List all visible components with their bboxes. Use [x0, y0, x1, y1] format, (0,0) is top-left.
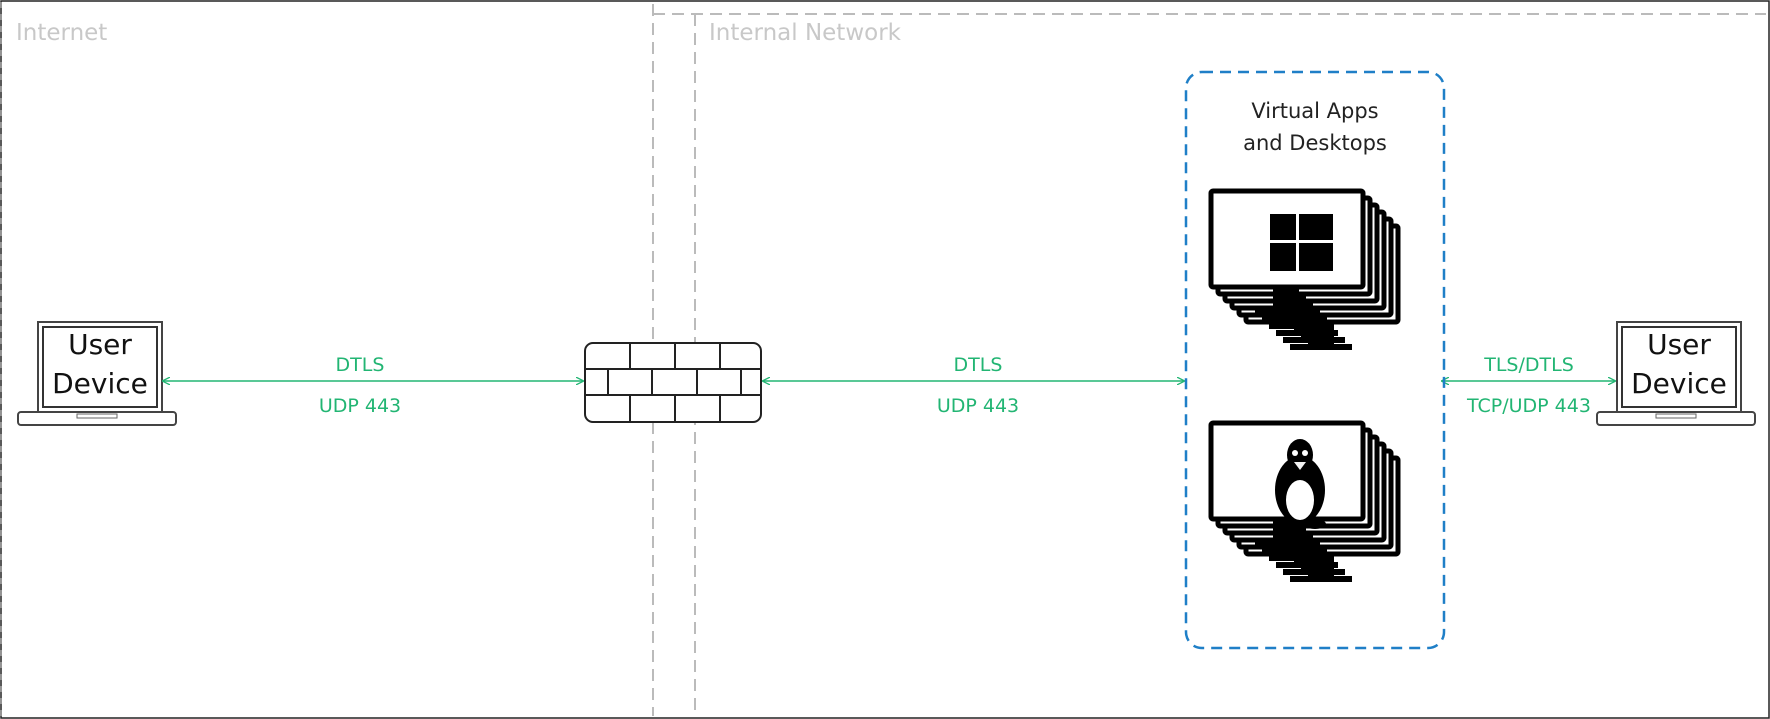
vda-label-line1: Virtual Apps [1251, 99, 1378, 123]
tux-penguin-icon [1274, 439, 1326, 529]
laptop-icon [17, 321, 177, 426]
firewall-icon [584, 342, 762, 423]
local-link-protocol: TLS/DTLS [1483, 354, 1574, 376]
left-device-label-line1: User [68, 328, 132, 361]
linux-monitor-stack-icon [1211, 423, 1398, 582]
internet-link-port: UDP 443 [319, 395, 401, 417]
zone-label-internal: Internal Network [709, 20, 902, 46]
right-device-label-line1: User [1647, 328, 1711, 361]
windows-monitor-stack-icon [1211, 191, 1398, 350]
right-device-label-line2: Device [1631, 367, 1727, 400]
left-device-label-line2: Device [52, 367, 148, 400]
local-link-port: TCP/UDP 443 [1466, 395, 1591, 417]
windows-logo-icon [1270, 214, 1333, 271]
vda-group-box [1184, 70, 1446, 650]
internal-link-port: UDP 443 [937, 395, 1019, 417]
internet-link-protocol: DTLS [336, 354, 385, 376]
laptop-icon [1596, 321, 1756, 426]
internal-link-protocol: DTLS [954, 354, 1003, 376]
vda-label-line2: and Desktops [1243, 131, 1387, 155]
zone-label-internet: Internet [16, 20, 107, 46]
